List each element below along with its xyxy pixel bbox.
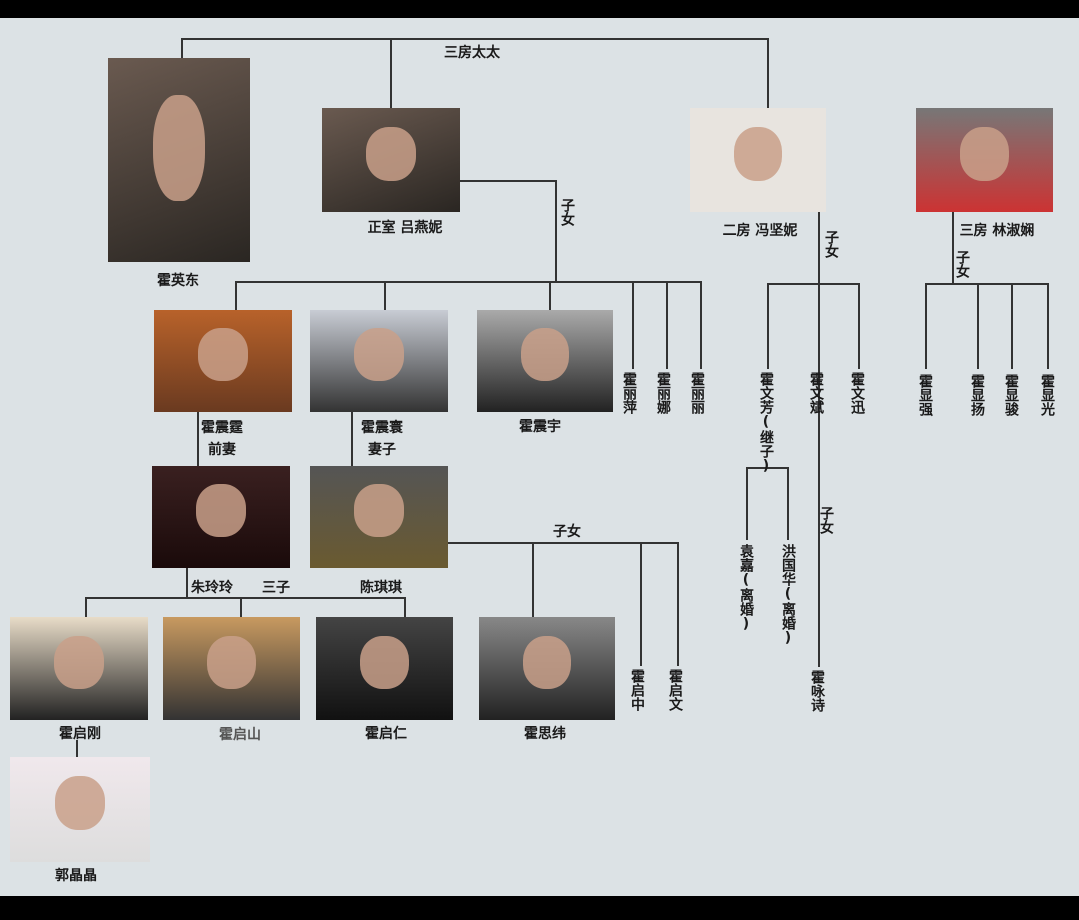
photo-zhenting — [154, 310, 292, 412]
photo-qishan — [163, 617, 300, 720]
children-label: 子女 — [553, 524, 581, 540]
feng-child-name: 霍文芳(继子) — [758, 372, 774, 474]
zhu-name: 朱玲玲 — [191, 580, 233, 596]
lin-child-name: 霍显强 — [917, 374, 933, 416]
zhenting-name: 霍震霆 — [201, 420, 243, 436]
photo-zhu — [152, 466, 290, 568]
spouse-name: 袁嘉(离婚) — [738, 544, 754, 632]
qiren-name: 霍启仁 — [365, 726, 407, 742]
photo-siwei — [479, 617, 615, 720]
lin-child-name: 霍显扬 — [969, 374, 985, 416]
zhenyu-name: 霍震宇 — [519, 419, 561, 435]
siwei-name: 霍思纬 — [524, 726, 566, 742]
children-label: 子女 — [818, 506, 834, 534]
qiwen-name: 霍启文 — [667, 669, 683, 711]
jingjing-name: 郭晶晶 — [55, 868, 97, 884]
children-label: 子女 — [823, 230, 839, 258]
zhenhuan-name: 霍震寰 — [361, 420, 403, 436]
wife-label: 妻子 — [368, 442, 396, 458]
spouse-name: 洪国华(离婚) — [780, 544, 796, 646]
photo-jingjing — [10, 757, 150, 862]
chen-name: 陈琪琪 — [360, 580, 402, 596]
children-label: 子女 — [559, 198, 575, 226]
qishan-name: 霍启山 — [219, 727, 261, 743]
photo-chen — [310, 466, 448, 568]
photo-qiren — [316, 617, 453, 720]
photo-third-wife — [916, 108, 1053, 212]
photo-first-wife — [322, 108, 460, 212]
qigang-name: 霍启刚 — [59, 726, 101, 742]
third-wife-label: 三房 林淑娴 — [959, 223, 1035, 239]
photo-second-wife — [690, 108, 826, 212]
patriarch-name: 霍英东 — [157, 273, 199, 289]
photo-qigang — [10, 617, 148, 720]
three-sons-label: 三子 — [262, 580, 290, 596]
top-label: 三房太太 — [444, 45, 500, 61]
first-wife-label: 正室 吕燕妮 — [367, 220, 443, 236]
children-label: 子女 — [954, 250, 970, 278]
daughter-name: 霍丽萍 — [621, 372, 637, 414]
photo-zhenyu — [477, 310, 613, 412]
daughter-name: 霍丽丽 — [689, 372, 705, 414]
yongshi-name: 霍咏诗 — [809, 670, 825, 712]
photo-patriarch — [108, 58, 250, 262]
top-bar — [0, 0, 1079, 18]
feng-child-name: 霍文迅 — [849, 372, 865, 414]
qizhong-name: 霍启中 — [629, 669, 645, 711]
photo-zhenhuan — [310, 310, 448, 412]
lin-child-name: 霍显骏 — [1003, 374, 1019, 416]
lin-child-name: 霍显光 — [1039, 374, 1055, 416]
ex-wife-label: 前妻 — [208, 442, 236, 458]
bottom-bar — [0, 896, 1079, 920]
second-wife-label: 二房 冯坚妮 — [722, 223, 798, 239]
daughter-name: 霍丽娜 — [655, 372, 671, 414]
feng-child-name: 霍文斌 — [808, 372, 824, 414]
